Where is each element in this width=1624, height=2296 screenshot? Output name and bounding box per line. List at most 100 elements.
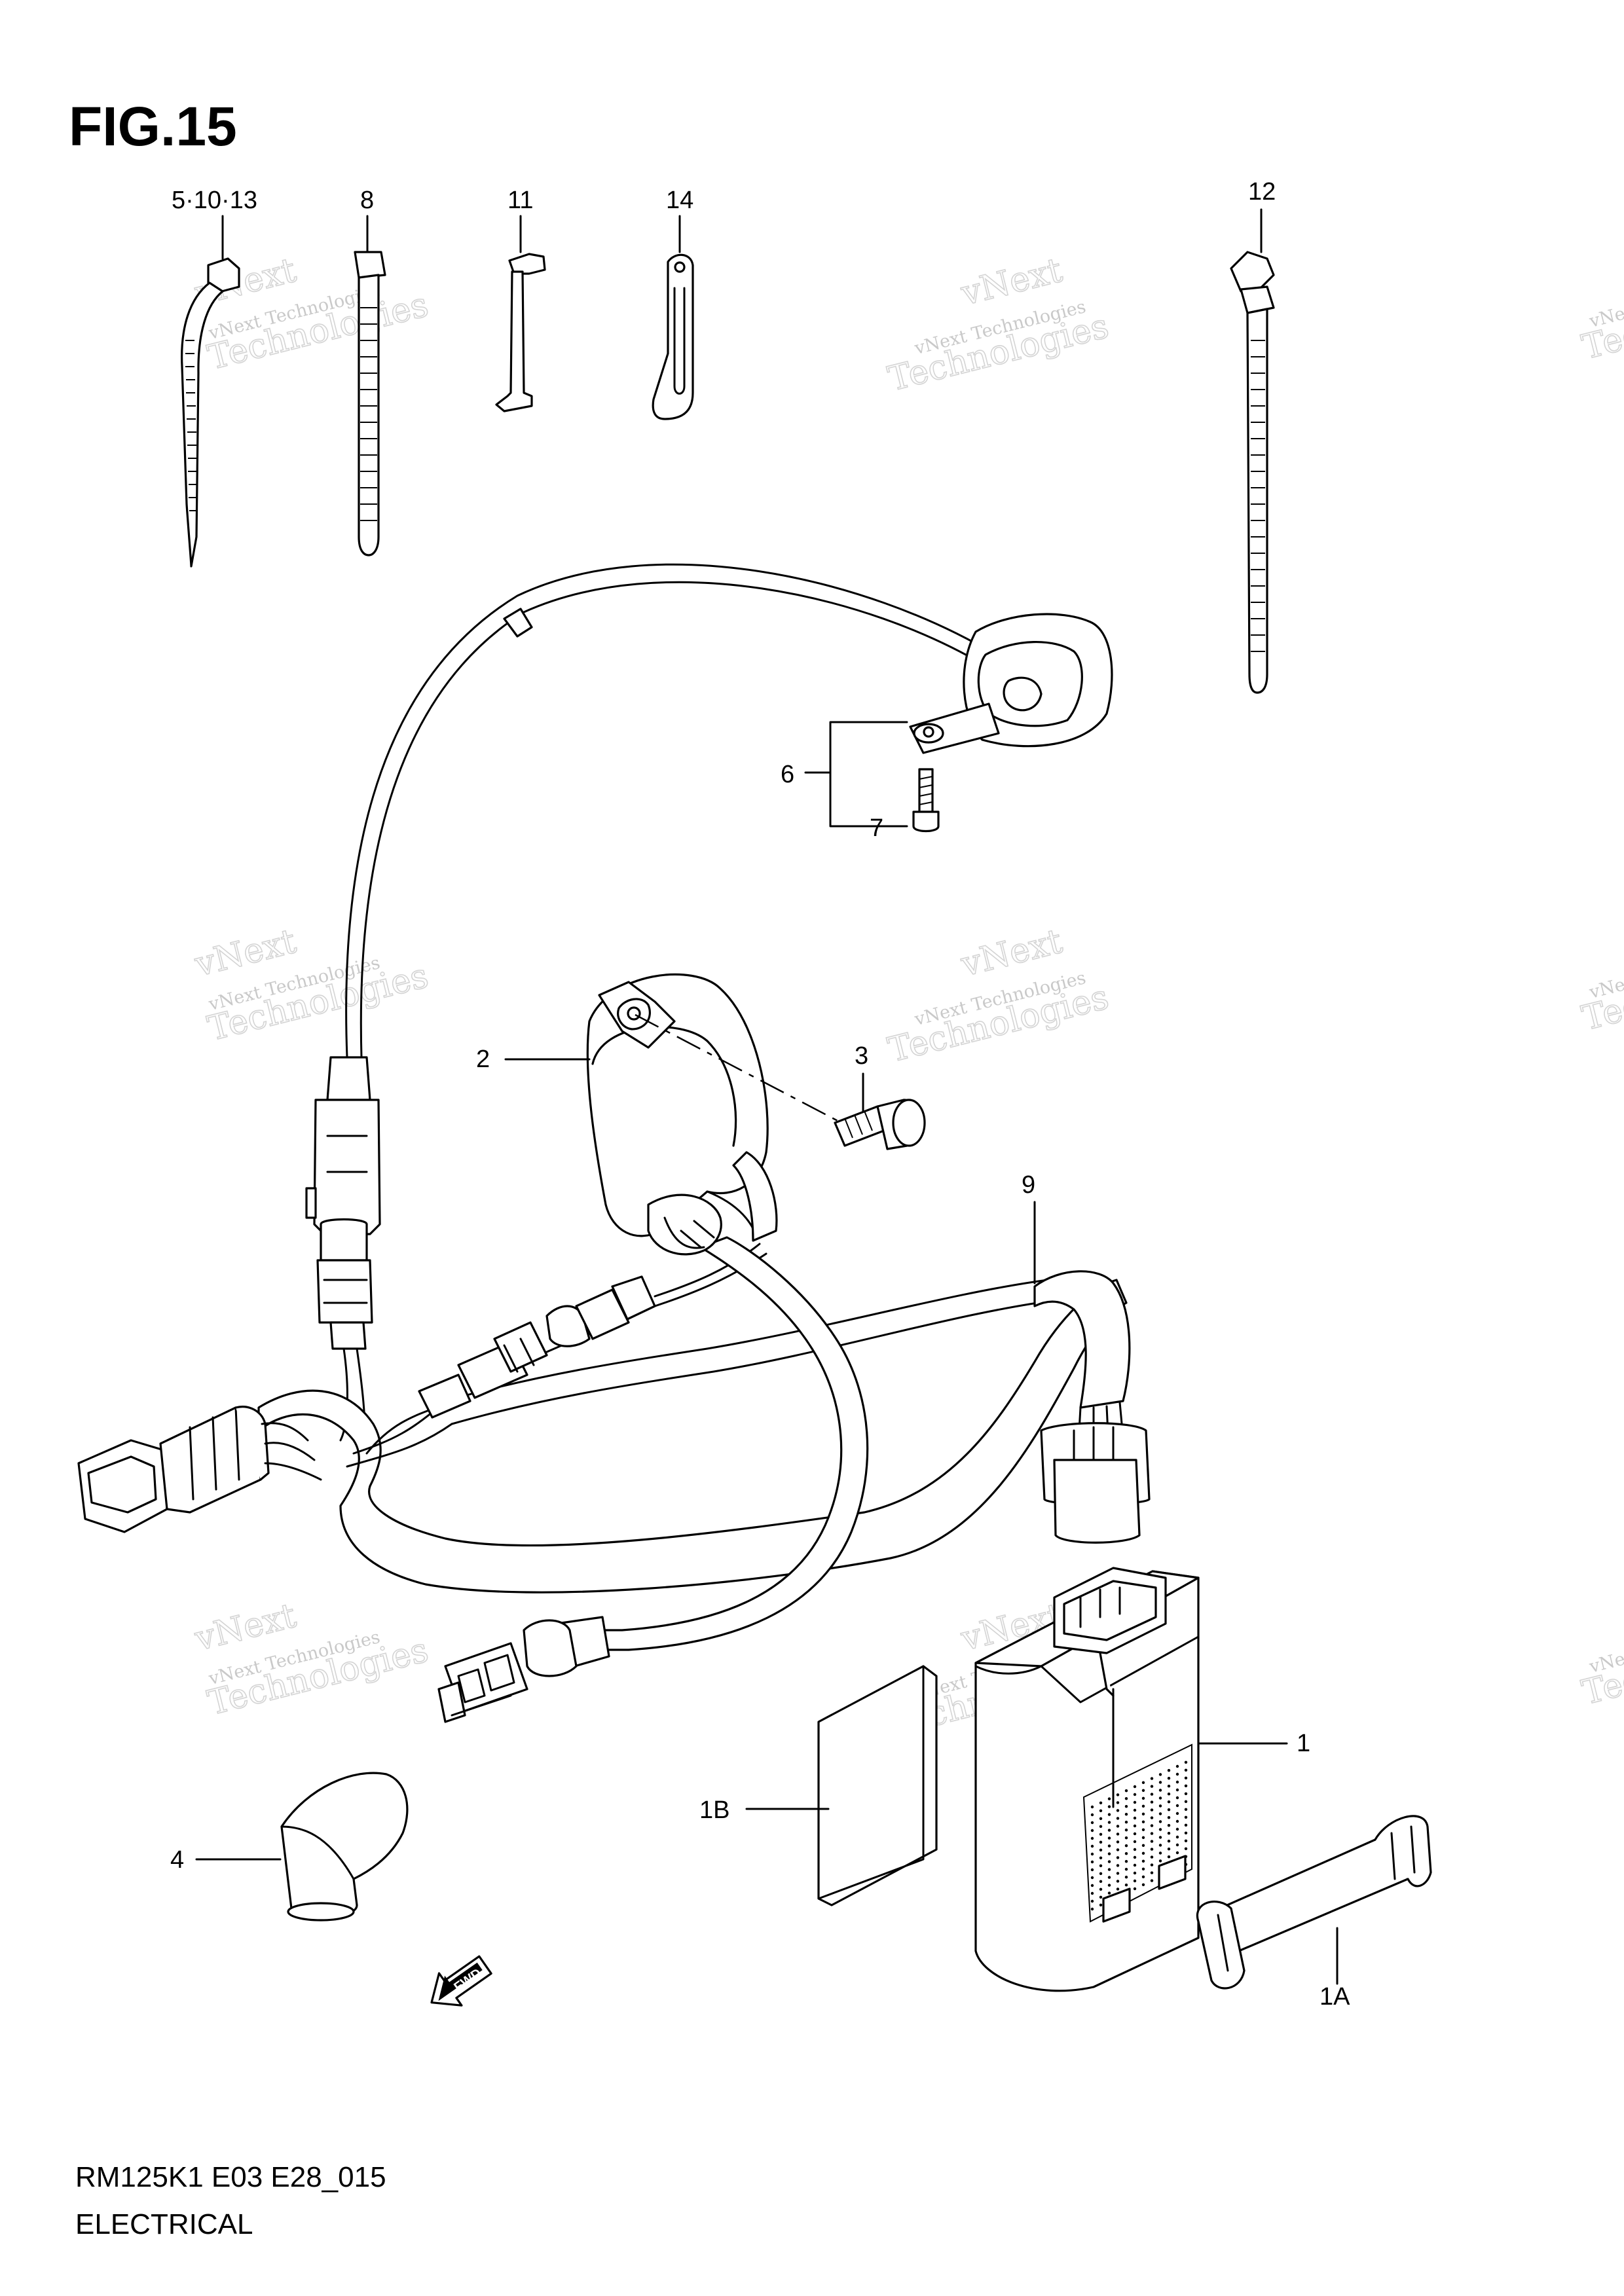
- label-dot: [1141, 1844, 1145, 1847]
- label-dot: [1175, 1843, 1179, 1847]
- label-dot: [1184, 1815, 1188, 1819]
- label-dot: [1167, 1816, 1171, 1819]
- svg-text:vNext: vNext: [191, 1596, 300, 1659]
- label-dot: [1099, 1872, 1103, 1875]
- label-dot: [1107, 1829, 1111, 1832]
- label-dot: [1141, 1820, 1145, 1823]
- label-dot: [1116, 1880, 1120, 1883]
- label-dot: [1150, 1808, 1154, 1812]
- label-dot: [1141, 1781, 1145, 1784]
- label-dot: [1184, 1792, 1188, 1795]
- label-dot: [1158, 1812, 1162, 1815]
- label-dot: [1090, 1813, 1094, 1817]
- label-dot: [1158, 1844, 1162, 1847]
- label-dot: [1133, 1785, 1137, 1789]
- label-dot: [1116, 1793, 1120, 1796]
- label-dot: [1090, 1836, 1094, 1840]
- label-dot: [1133, 1824, 1137, 1828]
- callout-12: 12: [1248, 178, 1276, 206]
- label-dot: [1099, 1864, 1103, 1867]
- part-pad-1B: 1B: [699, 1665, 938, 1906]
- label-dot: [1158, 1781, 1162, 1784]
- label-dot: [1107, 1884, 1111, 1887]
- label-dot: [1141, 1875, 1145, 1878]
- label-dot: [1141, 1789, 1145, 1792]
- model-code: RM125K1 E03 E28_015: [75, 2161, 386, 2193]
- watermark-2: vNext vNext Technologies Technologies: [884, 250, 1113, 399]
- label-dot: [1150, 1871, 1154, 1874]
- label-dot: [1167, 1785, 1171, 1788]
- label-dot: [1124, 1813, 1128, 1816]
- label-dot: [1099, 1817, 1103, 1820]
- callout-1B: 1B: [699, 1796, 729, 1824]
- label-dot: [1141, 1828, 1145, 1831]
- label-dot: [1090, 1899, 1094, 1903]
- label-dot: [1158, 1828, 1162, 1831]
- label-dot: [1158, 1804, 1162, 1808]
- label-dot: [1133, 1832, 1137, 1836]
- label-dot: [1167, 1840, 1171, 1843]
- label-dot: [1116, 1825, 1120, 1828]
- callout-14: 14: [666, 187, 693, 214]
- callout-2: 2: [476, 1046, 490, 1073]
- label-dot: [1133, 1871, 1137, 1875]
- part-cdi-unit-1: 1: [974, 1567, 1310, 1992]
- label-dot: [1133, 1800, 1137, 1804]
- label-dot: [1099, 1848, 1103, 1851]
- label-dot: [1107, 1813, 1111, 1816]
- label-dot: [1107, 1868, 1111, 1871]
- callout-8: 8: [360, 187, 374, 214]
- label-dot: [1099, 1880, 1103, 1883]
- label-dot: [1133, 1793, 1137, 1796]
- label-dot: [1175, 1804, 1179, 1808]
- label-dot: [1116, 1856, 1120, 1859]
- label-dot: [1158, 1789, 1162, 1792]
- label-dot: [1175, 1812, 1179, 1815]
- label-dot: [1090, 1852, 1094, 1856]
- label-dot: [1175, 1835, 1179, 1839]
- label-dot: [1099, 1801, 1103, 1804]
- label-dot: [1090, 1805, 1094, 1809]
- label-dot: [1107, 1836, 1111, 1840]
- fwd-arrow-icon: FWD: [430, 1955, 492, 2007]
- label-dot: [1184, 1800, 1188, 1803]
- label-dot: [1116, 1848, 1120, 1851]
- part-cable-tie-12: 12: [1230, 178, 1276, 694]
- label-dot: [1184, 1776, 1188, 1779]
- label-dot: [1133, 1840, 1137, 1844]
- label-dot: [1124, 1821, 1128, 1824]
- label-dot: [1124, 1829, 1128, 1832]
- label-dot: [1116, 1840, 1120, 1844]
- label-dot: [1090, 1891, 1094, 1895]
- label-dot: [1175, 1764, 1179, 1768]
- watermark-edge-3: vNe Tec: [1578, 1649, 1624, 1713]
- label-dot: [1090, 1876, 1094, 1880]
- label-dot: [1124, 1844, 1128, 1848]
- label-dot: [1124, 1852, 1128, 1855]
- label-dot: [1099, 1887, 1103, 1891]
- label-dot: [1116, 1832, 1120, 1836]
- label-dot: [1150, 1777, 1154, 1780]
- label-dot: [1090, 1844, 1094, 1848]
- label-dot: [1184, 1768, 1188, 1772]
- label-dot: [1133, 1855, 1137, 1859]
- label-dot: [1099, 1895, 1103, 1899]
- label-dot: [1124, 1789, 1128, 1793]
- label-dot: [1107, 1852, 1111, 1855]
- label-dot: [1099, 1840, 1103, 1844]
- label-dot: [1116, 1872, 1120, 1875]
- label-dot: [1099, 1832, 1103, 1836]
- label-dot: [1150, 1832, 1154, 1835]
- label-dot: [1124, 1868, 1128, 1871]
- watermark-edge-2: vNe Tec: [1578, 974, 1624, 1038]
- part-band-1A: 1A: [1196, 1815, 1432, 2011]
- label-dot: [1184, 1831, 1188, 1834]
- label-dot: [1090, 1884, 1094, 1887]
- label-dot: [1167, 1855, 1171, 1859]
- svg-text:vNext: vNext: [957, 251, 1066, 314]
- label-dot: [1124, 1805, 1128, 1808]
- label-dot: [1107, 1891, 1111, 1895]
- part-bolt-7: [912, 768, 940, 833]
- section-name: ELECTRICAL: [75, 2208, 253, 2240]
- label-dot: [1107, 1805, 1111, 1808]
